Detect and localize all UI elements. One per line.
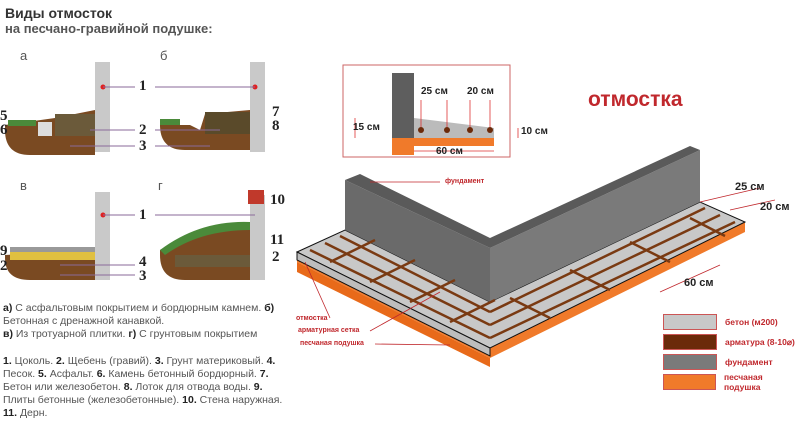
callout-1: 1	[139, 78, 147, 94]
callout-9: 9	[0, 243, 8, 259]
section-dim-25: 25 см	[421, 86, 448, 97]
callout-2b: 2	[0, 258, 8, 274]
diagram-a	[5, 62, 110, 155]
section-dim-60: 60 см	[436, 146, 463, 157]
callout-lines	[60, 86, 255, 276]
callout-1b: 1	[139, 207, 147, 223]
swatch-rebar	[663, 334, 717, 350]
callout-11: 11	[270, 232, 285, 248]
swatch-sand	[663, 374, 716, 390]
callout-8: 8	[272, 118, 280, 134]
title-line-1: Виды отмосток	[5, 5, 113, 21]
callout-3: 3	[139, 138, 147, 154]
callout-6: 6	[0, 122, 8, 138]
legend-label: бетон (м200)	[725, 317, 778, 327]
caption-legend: 1. Цоколь. 2. Щебень (гравий). 3. Грунт …	[3, 355, 283, 419]
title-line-2: на песчано-гравийной подушке:	[5, 21, 213, 36]
swatch-foundation	[663, 354, 717, 370]
label-otmostka: отмостка	[296, 315, 328, 322]
panel-label-v: в	[20, 178, 27, 193]
panel-label-g: г	[158, 178, 163, 193]
caption-types: а) С асфальтовым покрытием и бордюрным к…	[3, 302, 275, 340]
callout-2c: 2	[272, 249, 280, 265]
diagram-g	[160, 190, 265, 280]
otmostka-heading: отмостка	[588, 88, 683, 111]
material-legend: бетон (м200) арматура (8-10⌀) фундамент …	[663, 312, 800, 392]
legend-label: фундамент	[725, 357, 773, 367]
section-dim-10: 10 см	[521, 126, 548, 137]
callout-4: 4	[139, 254, 147, 270]
diagram-b	[160, 62, 265, 152]
callout-5: 5	[0, 108, 8, 124]
legend-item-foundation: фундамент	[663, 352, 800, 372]
iso-dim-25: 25 см	[735, 181, 765, 193]
panel-label-b: б	[160, 48, 168, 63]
section-inset	[342, 64, 519, 158]
legend-label: арматура (8-10⌀)	[725, 336, 795, 347]
iso-dim-20: 20 см	[760, 201, 790, 213]
panel-label-a: а	[20, 48, 28, 63]
rebar-mesh	[309, 206, 736, 340]
legend-item-rebar: арматура (8-10⌀)	[663, 332, 800, 352]
diagram-v	[5, 192, 110, 280]
label-foundation: фундамент	[445, 178, 485, 185]
legend-item-sand: песчаная подушка	[663, 372, 800, 392]
section-dim-20: 20 см	[467, 86, 494, 97]
label-rebar-mesh: арматурная сетка	[298, 327, 360, 334]
callout-2: 2	[139, 122, 147, 138]
callout-10: 10	[270, 192, 285, 208]
iso-dim-60: 60 см	[684, 277, 714, 289]
legend-label: песчаная подушка	[723, 372, 763, 392]
callout-3b: 3	[139, 268, 147, 284]
section-dim-15: 15 см	[353, 122, 380, 133]
label-sand-cushion: песчаная подушка	[300, 340, 364, 347]
callout-7: 7	[272, 104, 280, 120]
swatch-concrete	[663, 314, 717, 330]
legend-item-concrete: бетон (м200)	[663, 312, 800, 332]
isometric-otmostka	[295, 146, 776, 367]
